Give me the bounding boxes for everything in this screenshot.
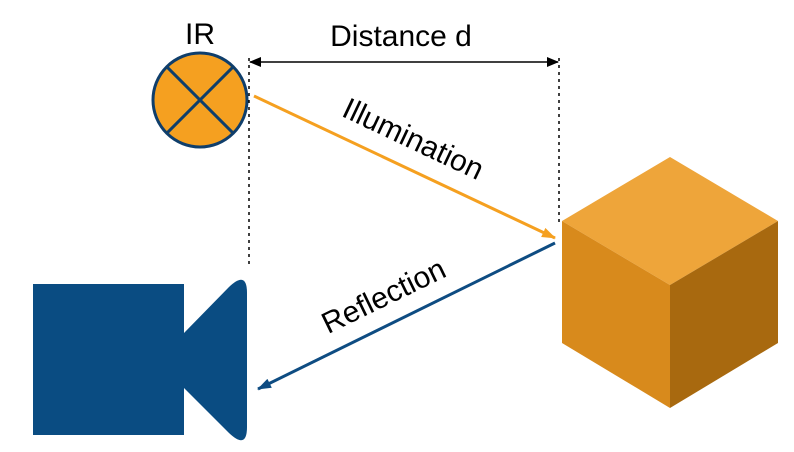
cube-icon [562,157,778,408]
illumination-arrow [253,94,556,240]
distance-dimension [248,57,560,268]
reflection-arrow [257,241,556,391]
ir-label: IR [185,18,215,51]
distance-label: Distance d [330,20,472,53]
video-camera-icon [33,279,247,441]
ir-emitter-icon [151,51,249,149]
